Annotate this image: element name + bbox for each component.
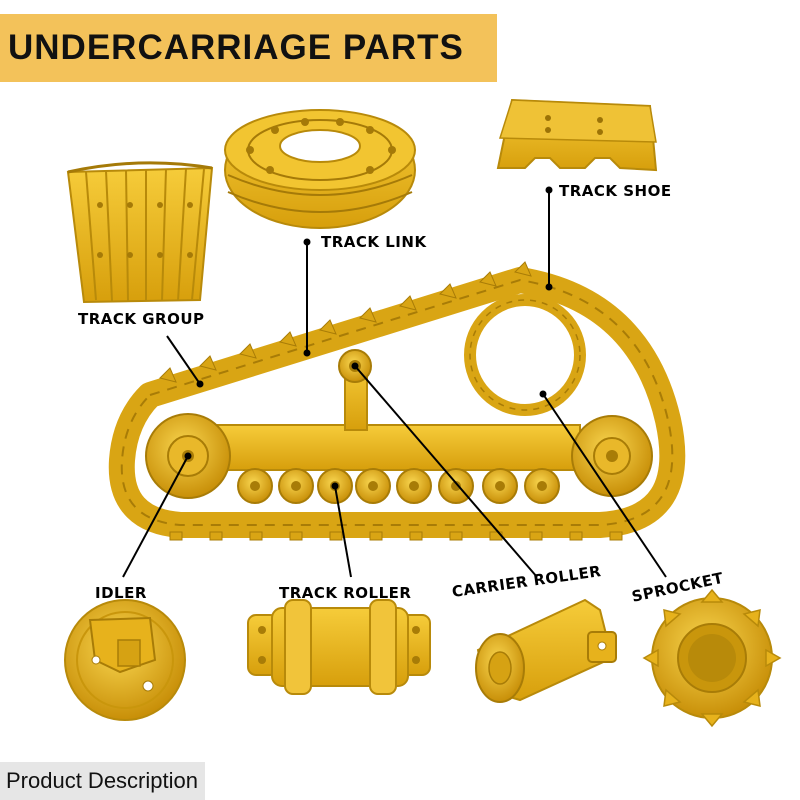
idler-image	[64, 599, 186, 721]
product-description-tab[interactable]: Product Description	[0, 762, 205, 800]
leader-track-group	[166, 335, 201, 385]
leader-track-roller	[334, 485, 352, 578]
label-track-shoe: TRACK SHOE	[559, 182, 672, 200]
sprocket-image	[642, 588, 782, 728]
title-banner: UNDERCARRIAGE PARTS	[0, 14, 497, 82]
leader-carrier-roller	[354, 365, 538, 578]
track-group-image	[66, 161, 214, 304]
leader-dots	[184, 186, 553, 490]
leader-idler	[122, 455, 189, 578]
label-idler: IDLER	[95, 584, 147, 602]
leader-sprocket	[542, 393, 667, 578]
track-roller-image	[247, 599, 431, 695]
page-title: UNDERCARRIAGE PARTS	[8, 28, 464, 67]
undercarriage-assembly-image	[108, 261, 686, 541]
leader-lines	[122, 190, 667, 578]
label-track-roller: TRACK ROLLER	[279, 584, 412, 602]
track-shoe-image	[496, 98, 658, 172]
label-track-link: TRACK LINK	[321, 233, 427, 251]
label-track-group: TRACK GROUP	[78, 310, 205, 328]
carrier-roller-image	[475, 598, 617, 703]
product-description-label: Product Description	[6, 768, 198, 793]
track-link-image	[224, 109, 416, 229]
